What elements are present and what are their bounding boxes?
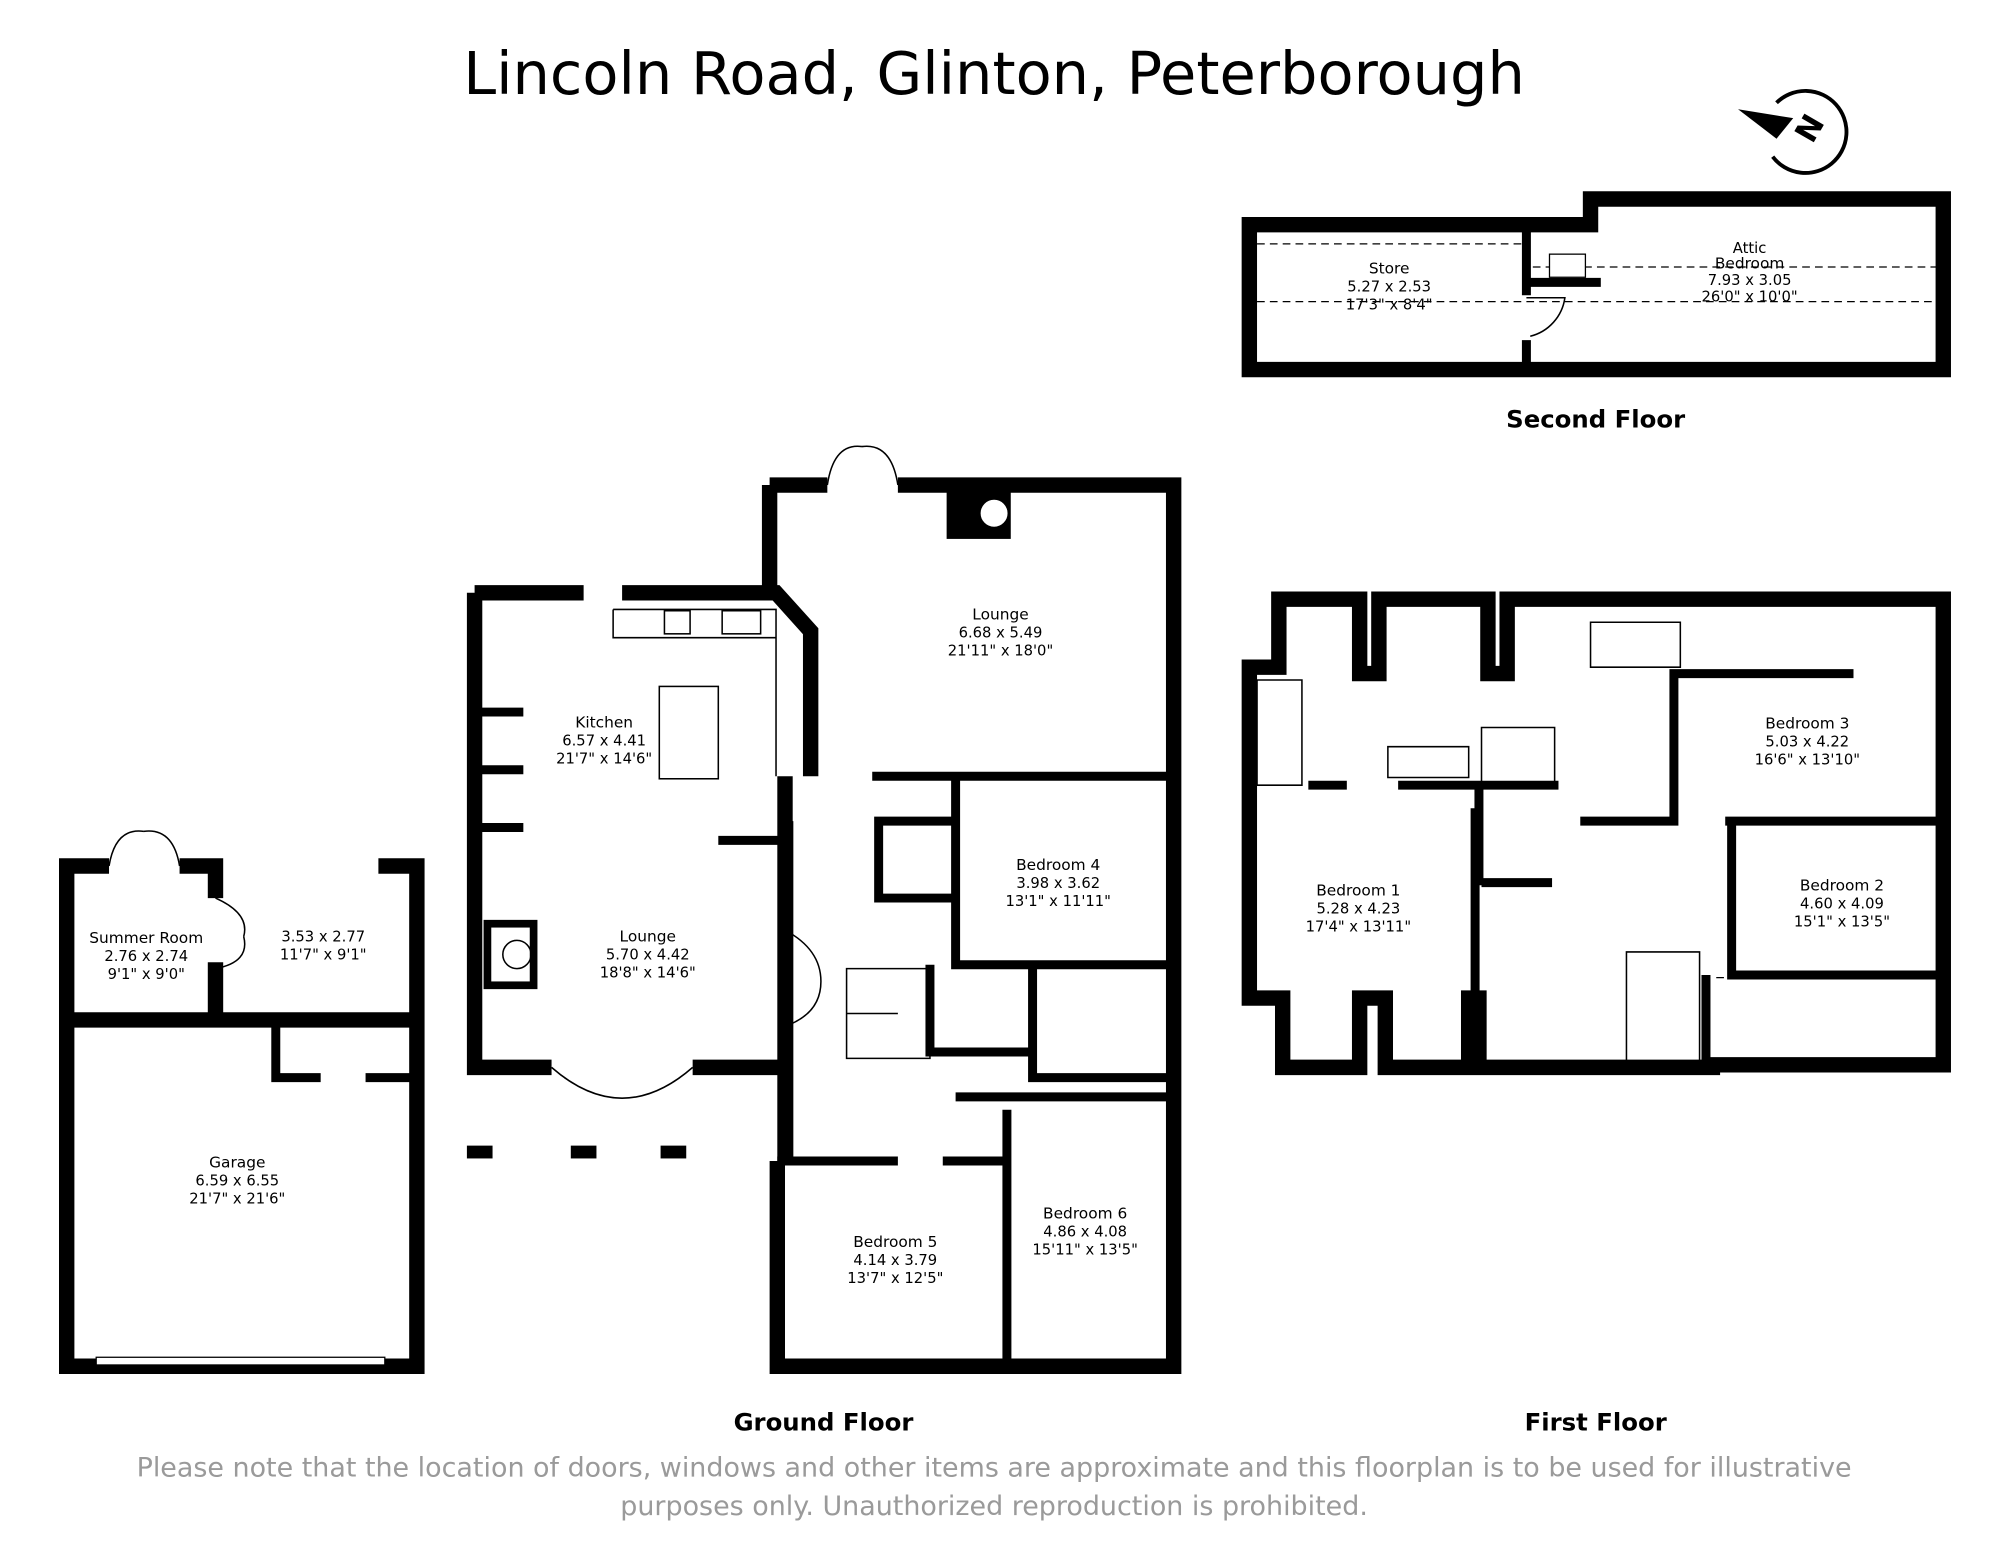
- room-name: Lounge: [620, 928, 676, 946]
- room-metric: 5.03 x 4.22: [1765, 734, 1849, 751]
- room-imperial: 16'6" x 13'10": [1755, 752, 1860, 769]
- room-imperial: 21'7" x 21'6": [189, 1190, 285, 1207]
- room-metric: 5.27 x 2.53: [1347, 278, 1431, 295]
- room-name: Bedroom 4: [1016, 856, 1100, 874]
- room-imperial: 13'1" x 11'11": [1005, 893, 1110, 910]
- room-name: Lounge: [972, 606, 1028, 624]
- room-metric: 4.60 x 4.09: [1800, 895, 1884, 912]
- floor-label-first: First Floor: [1525, 1407, 1667, 1436]
- room-imperial: 21'11" x 18'0": [948, 643, 1053, 660]
- room-metric: 6.57 x 4.41: [562, 732, 646, 749]
- north-label: N: [1788, 108, 1832, 148]
- floor-label-second: Second Floor: [1506, 404, 1685, 433]
- room-name: Garage: [209, 1153, 265, 1171]
- room-label-annex-room: 3.53 x 2.77 11'7" x 9'1": [280, 929, 367, 964]
- room-imperial: 13'7" x 12'5": [847, 1270, 943, 1287]
- room-metric: 2.76 x 2.74: [104, 948, 188, 965]
- room-name: Bedroom: [1715, 254, 1785, 272]
- room-metric: 3.53 x 2.77: [281, 929, 365, 946]
- room-label-bedroom5: Bedroom 5 4.14 x 3.79 13'7" x 12'5": [847, 1233, 943, 1287]
- room-metric: 5.28 x 4.23: [1316, 900, 1400, 917]
- disclaimer-line-2: purposes only. Unauthorized reproduction…: [620, 1491, 1368, 1522]
- room-name: Bedroom 5: [853, 1233, 937, 1251]
- room-label-bedroom4: Bedroom 4 3.98 x 3.62 13'1" x 11'11": [1005, 856, 1110, 910]
- room-label-garage: Garage 6.59 x 6.55 21'7" x 21'6": [189, 1153, 285, 1207]
- room-imperial: 15'11" x 13'5": [1032, 1242, 1137, 1259]
- outbuilding-plan: [59, 830, 425, 1374]
- room-name: Store: [1369, 259, 1410, 277]
- room-label-attic-bedroom: Attic Bedroom 7.93 x 3.05 26'0" x 10'0": [1702, 240, 1798, 306]
- room-metric: 7.93 x 3.05: [1708, 272, 1792, 289]
- room-label-lounge-large: Lounge 6.68 x 5.49 21'11" x 18'0": [948, 606, 1053, 660]
- room-metric: 4.14 x 3.79: [853, 1252, 937, 1269]
- room-imperial: 17'4" x 13'11": [1306, 918, 1411, 935]
- room-metric: 5.70 x 4.42: [606, 947, 690, 964]
- room-label-summer-room: Summer Room 2.76 x 2.74 9'1" x 9'0": [89, 929, 203, 983]
- disclaimer-line-1: Please note that the location of doors, …: [137, 1453, 1852, 1484]
- room-name: Bedroom 3: [1765, 715, 1849, 733]
- room-metric: 6.68 x 5.49: [959, 625, 1043, 642]
- first-floor-plan: [1241, 591, 1951, 1076]
- room-name: Bedroom 6: [1043, 1205, 1127, 1223]
- room-prefix: Attic: [1733, 240, 1767, 257]
- room-name: Bedroom 2: [1800, 876, 1884, 894]
- room-imperial: 15'1" x 13'5": [1794, 913, 1890, 930]
- page-title: Lincoln Road, Glinton, Peterborough: [463, 39, 1525, 108]
- room-label-lounge-small: Lounge 5.70 x 4.42 18'8" x 14'6": [600, 928, 696, 982]
- room-label-bedroom1: Bedroom 1 5.28 x 4.23 17'4" x 13'11": [1306, 881, 1411, 935]
- room-label-bedroom6: Bedroom 6 4.86 x 4.08 15'11" x 13'5": [1032, 1205, 1137, 1259]
- room-metric: 3.98 x 3.62: [1016, 875, 1100, 892]
- room-name: Summer Room: [89, 929, 203, 947]
- room-imperial: 18'8" x 14'6": [600, 965, 696, 982]
- second-floor-plan: [1241, 191, 1951, 378]
- room-label-bedroom3: Bedroom 3 5.03 x 4.22 16'6" x 13'10": [1755, 715, 1860, 769]
- room-label-bedroom2: Bedroom 2 4.60 x 4.09 15'1" x 13'5": [1794, 876, 1890, 930]
- room-imperial: 26'0" x 10'0": [1702, 289, 1798, 306]
- room-name: Bedroom 1: [1316, 881, 1400, 899]
- room-name: Kitchen: [575, 713, 633, 731]
- room-imperial: 9'1" x 9'0": [108, 966, 185, 983]
- room-imperial: 17'3" x 8'4": [1346, 296, 1433, 313]
- room-label-kitchen: Kitchen 6.57 x 4.41 21'7" x 14'6": [556, 713, 652, 767]
- room-imperial: 11'7" x 9'1": [280, 947, 367, 964]
- north-arrow-icon: N: [1738, 88, 1849, 175]
- floor-label-ground: Ground Floor: [734, 1407, 914, 1436]
- room-label-store: Store 5.27 x 2.53 17'3" x 8'4": [1346, 259, 1433, 313]
- ground-floor-plan: [466, 445, 1182, 1374]
- room-imperial: 21'7" x 14'6": [556, 750, 652, 767]
- room-metric: 4.86 x 4.08: [1043, 1224, 1127, 1241]
- room-metric: 6.59 x 6.55: [195, 1172, 279, 1189]
